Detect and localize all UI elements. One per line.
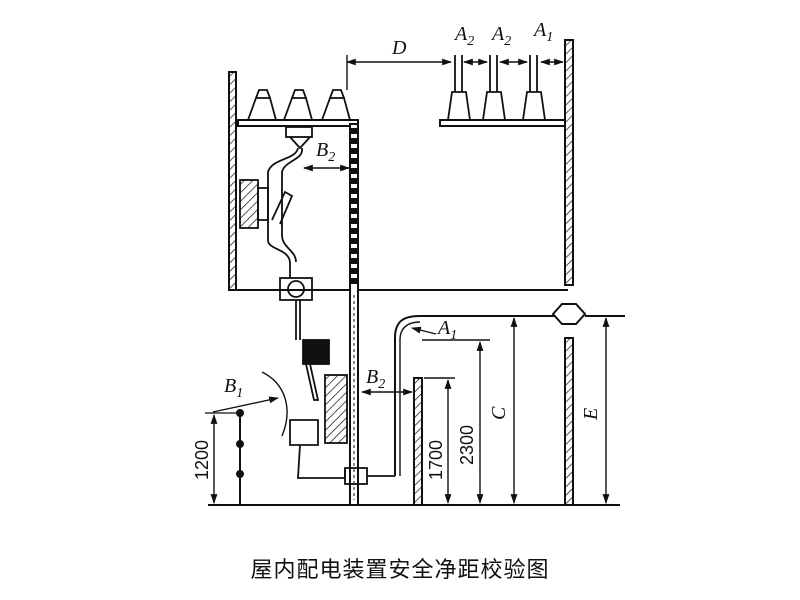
label-B2-upper: B2	[316, 139, 335, 165]
cabinet-equipment	[239, 147, 313, 340]
right-wall-lower	[564, 337, 574, 506]
dim-text-1200: 1200	[192, 440, 212, 480]
right-insulators	[447, 55, 546, 121]
dim-A1-lower	[411, 326, 437, 335]
label-A2-left: A2	[453, 23, 474, 49]
barrier-1700	[413, 377, 423, 506]
busbar-lower	[394, 315, 555, 476]
lower-equipment	[289, 339, 395, 485]
dim-B1	[212, 396, 279, 413]
label-A2-right: A2	[490, 23, 511, 49]
label-A1-lower: A1	[436, 317, 457, 343]
figure-caption: 屋内配电装置安全净距校验图	[250, 558, 550, 583]
label-A1-upper: A1	[532, 19, 553, 45]
cabinet-shelf	[237, 119, 359, 127]
label-C: C	[488, 406, 510, 420]
insulator-shelf-right	[439, 119, 566, 127]
dim-text-1700: 1700	[426, 440, 446, 480]
label-B2-lower: B2	[366, 366, 385, 392]
label-E: E	[580, 408, 602, 421]
cabinet-left-wall	[228, 71, 237, 291]
dim-text-2300: 2300	[457, 425, 477, 465]
label-B1: B1	[224, 375, 243, 401]
right-wall-upper	[564, 39, 574, 286]
cabinet-insulators	[247, 89, 351, 150]
wall-bushing	[551, 303, 587, 325]
label-D: D	[391, 37, 407, 59]
